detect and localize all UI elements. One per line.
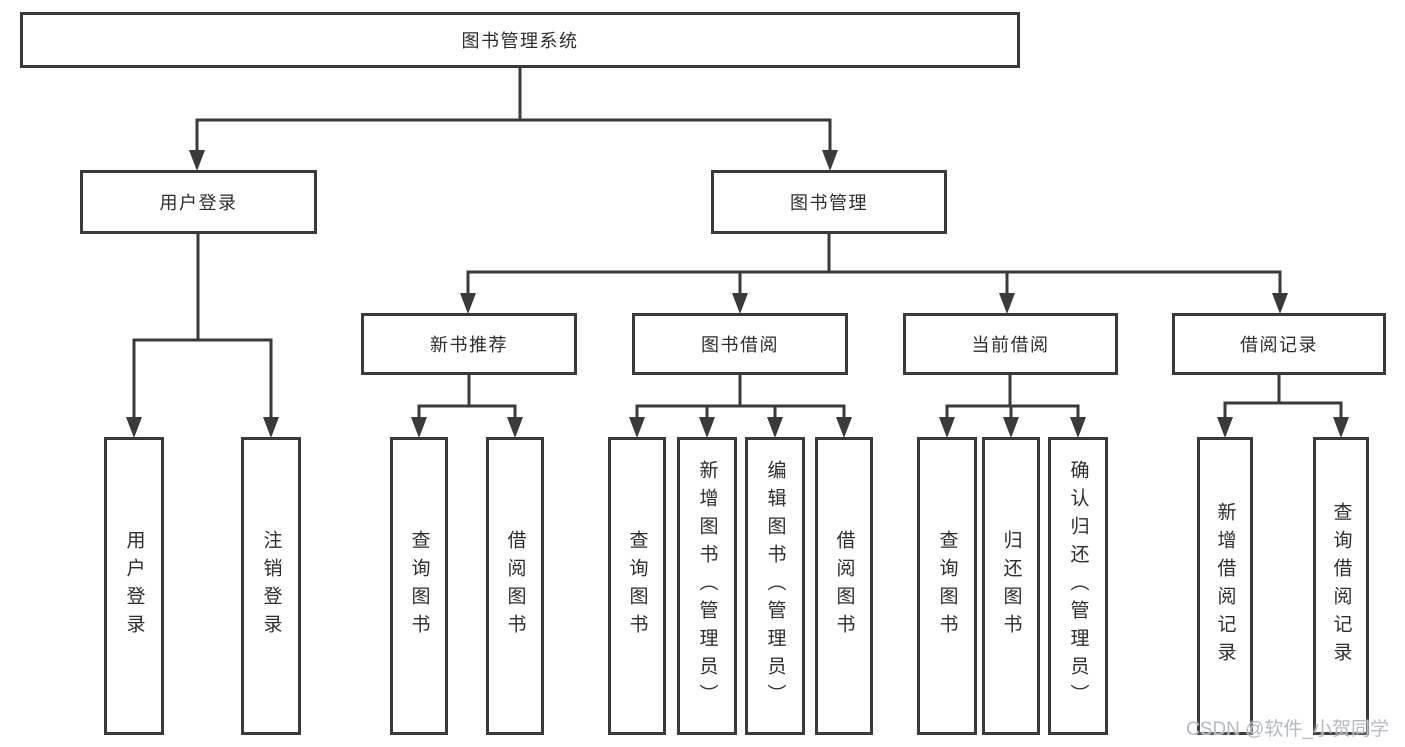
node-label: 查询借阅记录 (1330, 502, 1352, 670)
node-label: 归还图书 (1000, 530, 1022, 642)
leaf-edit-books-admin: 编辑图书（管理员） (745, 437, 805, 735)
leaf-add-books-admin: 新增图书（管理员） (677, 437, 737, 735)
leaf-user-login: 用户登录 (104, 437, 164, 735)
leaf-return-books: 归还图书 (982, 437, 1040, 735)
node-label: 查询图书 (936, 530, 958, 642)
connector-current-to-leaves (939, 375, 1086, 438)
arrowhead (1272, 293, 1288, 314)
connector-bookmgmt-to-level3 (460, 234, 1288, 314)
arrowhead (1333, 417, 1349, 438)
node-label: 新增图书（管理员） (696, 460, 718, 712)
connector-records-to-leaves (1217, 375, 1349, 438)
arrowhead (263, 417, 279, 438)
arrowhead (189, 150, 205, 171)
node-label: 新书推荐 (430, 335, 508, 355)
csdn-watermark: CSDN @软件_小贺同学 (1186, 719, 1389, 740)
leaf-confirm-return-admin: 确认归还（管理员） (1048, 437, 1108, 735)
arrowhead (1070, 417, 1086, 438)
node-label: 查询图书 (408, 530, 430, 642)
node-new-book-recommend: 新书推荐 (361, 313, 577, 375)
node-current-borrow: 当前借阅 (903, 313, 1118, 375)
leaf-borrow-books: 借阅图书 (486, 437, 544, 735)
connector-recommend-to-leaves (411, 375, 523, 438)
node-label: 用户登录 (123, 530, 145, 642)
node-label: 编辑图书（管理员） (764, 460, 786, 712)
arrowhead (460, 293, 476, 314)
leaf-search-books: 查询图书 (608, 437, 666, 735)
node-borrow-records: 借阅记录 (1172, 313, 1386, 375)
arrowhead (411, 417, 427, 438)
arrowhead (822, 150, 838, 171)
arrowhead (939, 417, 955, 438)
arrowhead (767, 417, 783, 438)
arrowhead (836, 417, 852, 438)
arrowhead (126, 417, 142, 438)
leaf-add-borrow-record: 新增借阅记录 (1197, 437, 1253, 735)
node-label: 查询图书 (626, 530, 648, 642)
node-label: 注销登录 (260, 530, 282, 642)
node-label: 借阅图书 (833, 530, 855, 642)
node-label: 图书借阅 (701, 335, 779, 355)
node-library-management-system: 图书管理系统 (20, 12, 1020, 68)
leaf-logout: 注销登录 (241, 437, 301, 735)
connector-borrow-to-leaves (629, 375, 852, 438)
node-label: 图书管理 (790, 193, 868, 213)
connector-userlogin-to-leaves (126, 234, 279, 438)
node-user-login: 用户登录 (80, 170, 317, 234)
arrowhead (699, 417, 715, 438)
arrowhead (1217, 417, 1233, 438)
leaf-search-borrow-record: 查询借阅记录 (1313, 437, 1369, 735)
leaf-borrow-books: 借阅图书 (815, 437, 873, 735)
node-label: 新增借阅记录 (1214, 502, 1236, 670)
arrowhead (629, 417, 645, 438)
leaf-search-books: 查询图书 (917, 437, 977, 735)
leaf-search-books: 查询图书 (390, 437, 448, 735)
node-label: 当前借阅 (971, 335, 1050, 355)
node-label: 确认归还（管理员） (1067, 460, 1089, 712)
arrowhead (1003, 417, 1019, 438)
arrowhead (507, 417, 523, 438)
node-label: 借阅记录 (1240, 335, 1318, 355)
node-label: 用户登录 (159, 193, 238, 213)
connector-root-to-level2 (189, 68, 838, 171)
node-label: 借阅图书 (504, 530, 526, 642)
arrowhead (999, 293, 1015, 314)
arrowhead (732, 293, 748, 314)
node-book-management: 图书管理 (711, 170, 947, 234)
node-label: 图书管理系统 (461, 31, 579, 51)
node-book-borrow: 图书借阅 (632, 313, 848, 375)
